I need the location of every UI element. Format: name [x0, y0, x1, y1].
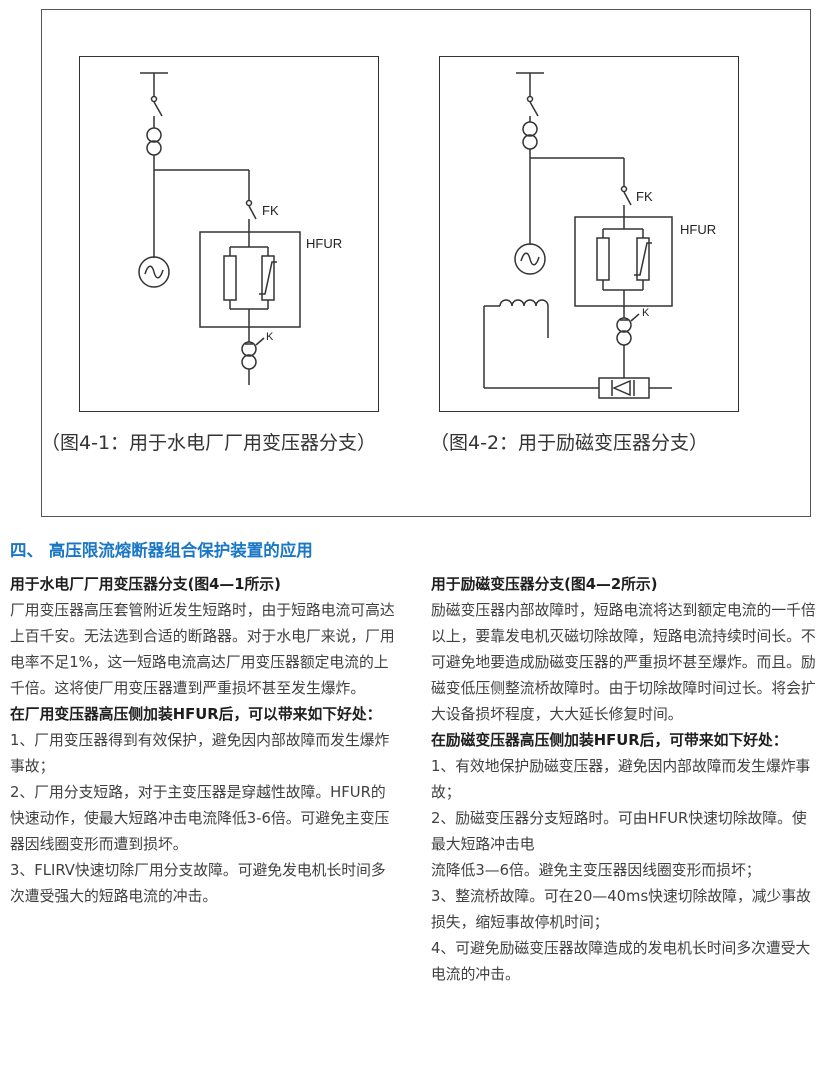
hfur-label: HFUR	[680, 222, 717, 237]
generator-icon	[514, 243, 546, 275]
left-paragraph: 厂用变压器高压套管附近发生短路时，由于短路电流可高达上百千安。无法选到合适的断路…	[10, 602, 395, 697]
current-transformer-k-icon	[241, 337, 265, 370]
k-label: K	[266, 331, 274, 343]
fuse-icon	[223, 255, 237, 301]
figure-caption-right: （图4-2：用于励磁变压器分支）	[430, 432, 709, 454]
breaker-switch-icon	[150, 95, 158, 103]
right-benefit-2a: 2、励磁变压器分支短路时。可由HFUR快速切除故障。使最大短路冲击电	[431, 810, 807, 853]
figure-frame	[41, 9, 811, 517]
fk-label: FK	[636, 189, 653, 204]
left-subheading: 在厂用变压器高压侧加装HFUR后，可以带来如下好处：	[10, 706, 382, 723]
fk-switch-icon	[620, 185, 628, 193]
left-benefit-2: 2、厂用分支短路，对于主变压器是穿越性故障。HFUR的快速动作，使最大短路冲击电…	[10, 784, 390, 853]
left-heading: 用于水电厂厂用变压器分支(图4—1所示)	[10, 576, 281, 593]
right-benefit-1: 1、有效地保护励磁变压器，避免因内部故障而发生爆炸事故；	[431, 758, 811, 801]
k-label: K	[642, 307, 650, 319]
right-heading: 用于励磁变压器分支(图4—2所示)	[431, 576, 658, 593]
right-benefit-3: 3、整流桥故障。可在20—40ms快速切除故障，减少事故损失，缩短事故停机时间；	[431, 888, 811, 931]
left-circuit	[138, 72, 301, 385]
figure-caption-left: （图4-1：用于水电厂厂用变压器分支）	[41, 432, 377, 454]
hfur-box	[199, 231, 301, 328]
circuit-diagram-drawing	[138, 72, 673, 399]
right-paragraph: 励磁变压器内部故障时，短路电流将达到额定电流的一千倍以上，要靠发电机灭磁切除故障…	[431, 602, 816, 723]
right-circuit	[483, 72, 673, 399]
section-title: 四、 高压限流熔断器组合保护装置的应用	[10, 541, 313, 560]
right-subheading: 在励磁变压器高压侧加装HFUR后，可带来如下好处：	[431, 732, 788, 749]
left-benefit-1: 1、厂用变压器得到有效保护，避免因内部故障而发生爆炸事故；	[10, 732, 390, 775]
left-column: 用于水电厂厂用变压器分支(图4—1所示) 厂用变压器高压套管附近发生短路时，由于…	[10, 572, 398, 910]
diagram-excitation-transformer	[439, 56, 739, 412]
left-benefit-3: 3、FLIRV快速切除厂用分支故障。可避免发电机长时间多次遭受强大的短路电流的冲…	[10, 862, 386, 905]
fk-label: FK	[262, 203, 279, 218]
main-transformer-icon	[146, 127, 162, 156]
fk-switch-icon	[245, 199, 253, 207]
excitation-winding-icon	[499, 299, 549, 307]
generator-icon	[138, 256, 170, 288]
right-benefit-2b: 流降低3—6倍。避免主变压器因线圈变形而损坏；	[431, 862, 761, 879]
right-column: 用于励磁变压器分支(图4—2所示) 励磁变压器内部故障时，短路电流将达到额定电流…	[431, 572, 819, 988]
breaker-switch-icon	[526, 95, 534, 103]
hfur-label: HFUR	[306, 236, 343, 251]
right-benefit-4: 4、可避免励磁变压器故障造成的发电机长时间多次遭受大电流的冲击。	[431, 940, 811, 983]
diagram-hydro-auxiliary-transformer	[79, 56, 379, 412]
